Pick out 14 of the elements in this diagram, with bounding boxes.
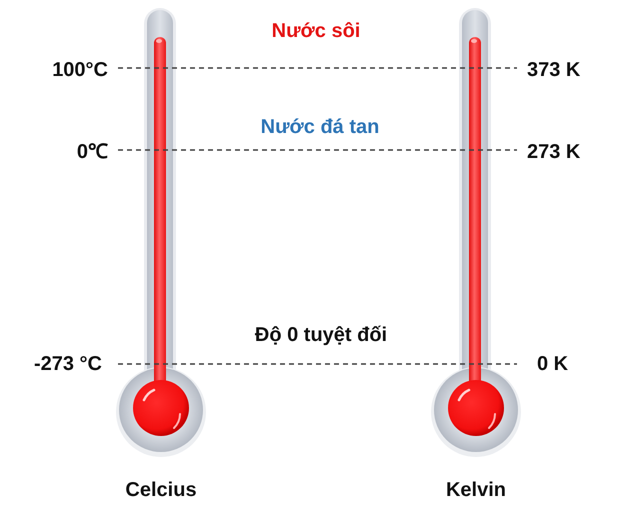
temperature-label: 373 K [517, 58, 580, 82]
level-line [118, 67, 517, 69]
temperature-label: 0 K [517, 352, 568, 376]
level-line [118, 363, 517, 365]
scale-name: Kelvin [446, 478, 506, 502]
annotation-text: Nước đá tan [260, 115, 380, 139]
annotation-text: Nước sôi [272, 19, 360, 43]
temperature-label: 0℃ [76, 140, 118, 164]
level-line [118, 149, 517, 151]
temperature-label: 273 K [517, 140, 580, 164]
temperature-label: 100°C [52, 58, 118, 82]
scale-name: Celcius [125, 478, 197, 502]
annotation-text: Độ 0 tuyệt đối [254, 323, 388, 347]
temperature-label: -273 °C [34, 352, 118, 376]
